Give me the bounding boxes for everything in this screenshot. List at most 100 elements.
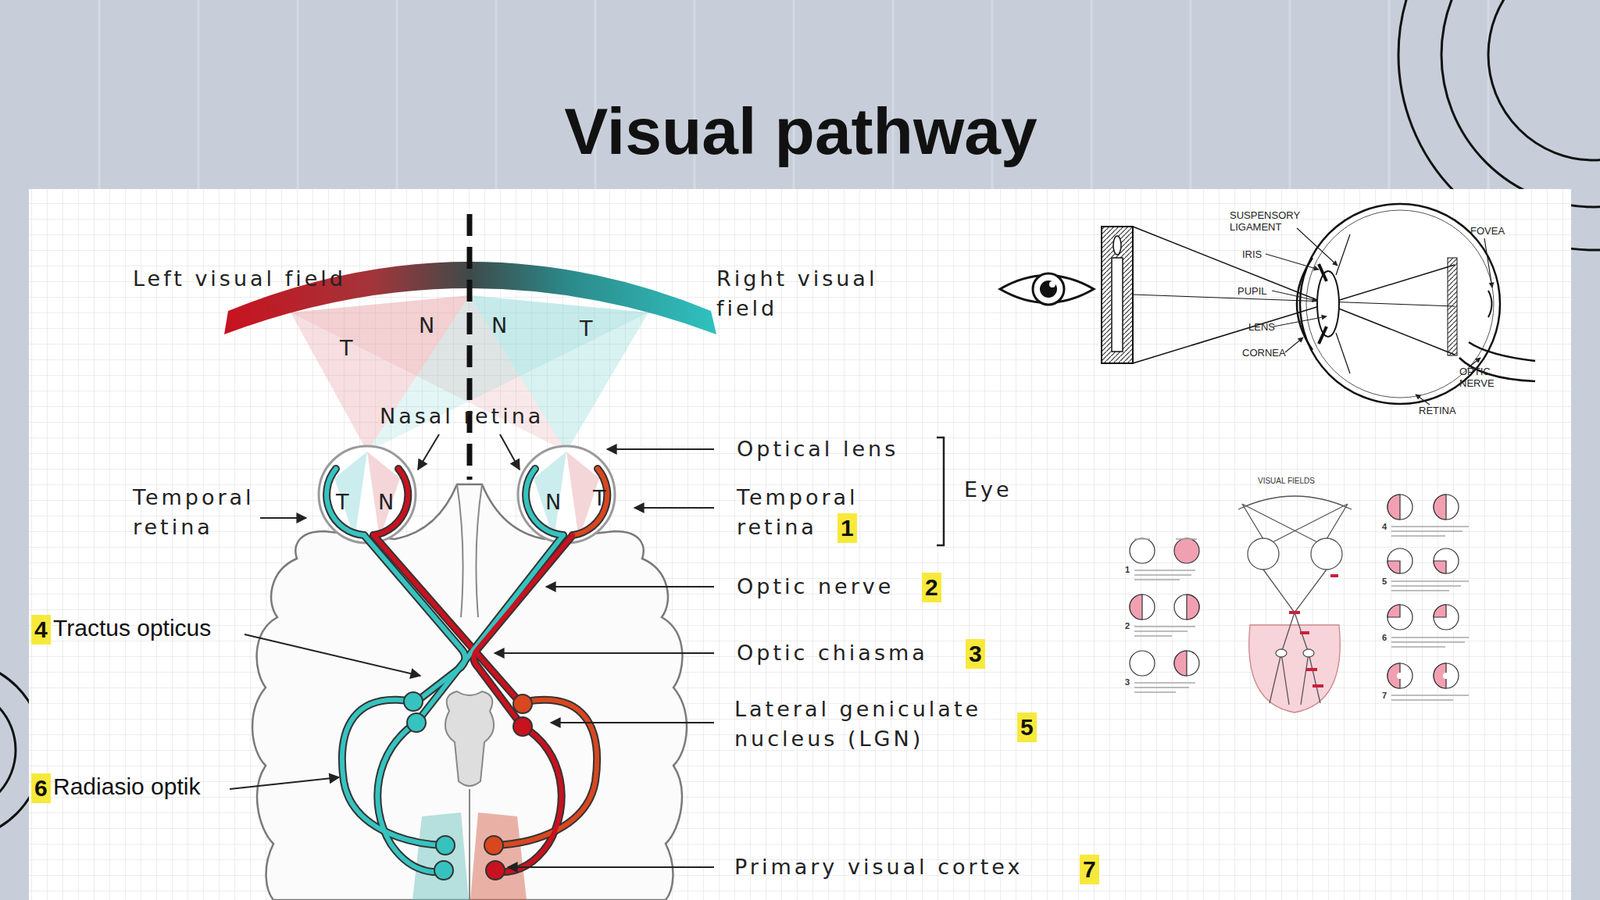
part-label: Radiasio optik	[53, 772, 200, 801]
eyeball-anatomy-part	[1132, 226, 1455, 355]
defect-number: 7	[1382, 690, 1387, 700]
callout-number: 6	[31, 773, 51, 804]
optic-fibers-outline-part	[373, 468, 408, 536]
lesion-marks-part	[1306, 667, 1318, 672]
part-label: Nasal retina	[379, 401, 630, 432]
pathway-mini-diagram-part	[1269, 653, 1321, 705]
eye-icon-part	[1049, 281, 1056, 288]
lesion-marks-part	[1330, 574, 1339, 578]
field-defect-circles-part	[1129, 594, 1143, 620]
small-print-lines-part	[1391, 526, 1469, 536]
pathway-mini-diagram-part	[1275, 649, 1287, 658]
small-print-lines-part	[1391, 581, 1469, 591]
field-defect-circles-part	[1396, 672, 1404, 679]
callout-number: 4	[31, 614, 51, 645]
brain-midline-part	[468, 789, 471, 900]
field-defect-circles-part	[1129, 594, 1155, 620]
optic-fibers-outline	[326, 468, 608, 872]
callout-number: 5	[1017, 712, 1037, 743]
field-letter: T	[339, 336, 354, 361]
midline-dash	[467, 214, 473, 480]
field-defect-circles-part	[1186, 594, 1200, 620]
part-label: Optical lens	[736, 434, 987, 465]
anatomy-label: RETINA	[1418, 404, 1457, 417]
group-label: Eye	[964, 475, 1013, 505]
decor-circles-part	[1488, 0, 1600, 161]
optic-fibers-part	[342, 700, 444, 846]
callout-number: 2	[921, 572, 942, 603]
anatomy-label: FOVEA	[1470, 225, 1505, 237]
eye-icon-part	[1039, 280, 1058, 298]
eyeball-anatomy	[1132, 203, 1536, 404]
white-panel-part	[28, 189, 1572, 900]
eyeball-anatomy-part	[1335, 234, 1350, 374]
pathway-mini-diagram-part	[1238, 496, 1352, 510]
pathway-mini-diagram-part	[1303, 649, 1315, 658]
eye-icon-part	[1032, 273, 1065, 305]
leader-arrows-part	[546, 585, 715, 588]
pathway-mini-diagram-part	[1263, 569, 1327, 654]
leader-arrows-part	[634, 507, 715, 509]
eyes-part	[517, 446, 615, 543]
candle-object-part	[1111, 257, 1123, 352]
eyeball-anatomy-part	[1447, 257, 1458, 356]
lesion-marks	[1289, 574, 1339, 688]
leader-arrows	[229, 434, 715, 868]
cortex-areas-part	[412, 812, 469, 900]
nucleus-dots-part	[434, 860, 454, 880]
white-panel	[28, 189, 1572, 900]
candle-object-part	[1101, 226, 1133, 364]
optic-fibers-part	[416, 535, 564, 723]
defect-number: 1	[1125, 564, 1130, 575]
small-print-lines-part	[1391, 637, 1469, 647]
leader-arrows-part	[229, 777, 340, 790]
brainstem	[445, 691, 494, 786]
field-defect-circles-part	[1129, 650, 1155, 676]
pathway-mini-diagram-part	[1249, 625, 1341, 713]
pathway-mini-diagram-part	[1310, 538, 1343, 570]
anatomy-label: CORNEA	[1242, 346, 1286, 359]
part-label: Temporal retina	[736, 482, 917, 543]
optic-fibers-part	[474, 535, 574, 727]
retina-letter: T	[592, 486, 607, 511]
eye-bracket	[936, 437, 944, 546]
field-letter: T	[579, 317, 593, 341]
optic-fibers-part	[377, 722, 444, 872]
optic-fibers-part	[373, 468, 408, 536]
lesion-marks-part	[1312, 684, 1324, 688]
anatomy-label: IRIS	[1242, 248, 1262, 261]
leader-arrows-part	[550, 721, 715, 724]
cortex-areas	[412, 812, 527, 900]
retina-letter: T	[335, 490, 350, 515]
pathway-mini-diagram	[1238, 496, 1352, 713]
optic-fibers-outline-part	[326, 468, 365, 536]
leader-arrows-part	[494, 652, 715, 654]
field-defect-circles-part	[1174, 650, 1187, 676]
slide-title: Visual pathway	[0, 92, 1600, 171]
field-letter: N	[418, 314, 435, 338]
nucleus-dots-part	[513, 717, 533, 736]
candle-object	[1101, 226, 1133, 364]
part-label: Temporal retina	[132, 482, 313, 543]
field-defect-circles-part	[1387, 494, 1400, 520]
eyeball-anatomy-part	[1488, 290, 1493, 318]
leader-arrows-part	[607, 448, 715, 450]
inset-leaders-part	[1265, 253, 1319, 270]
eyeball-anatomy-part	[1132, 294, 1455, 307]
leader-arrows-part	[507, 866, 715, 868]
field-defect-circles-part	[1387, 560, 1400, 574]
eyes-part	[318, 446, 416, 543]
part-label: Tractus opticus	[53, 614, 211, 643]
cortex-areas-part	[470, 812, 527, 900]
optic-fibers-outline-part	[495, 700, 597, 846]
field-defect-circles-part	[1433, 548, 1459, 574]
small-print-lines-part	[1134, 626, 1196, 636]
optic-fibers	[326, 468, 608, 872]
leader-arrows-part	[417, 434, 440, 470]
eye-icon	[1000, 273, 1094, 305]
field-defect-circles-part	[1174, 594, 1200, 620]
white-panel-part	[28, 189, 1572, 900]
brain-outline	[252, 484, 687, 900]
